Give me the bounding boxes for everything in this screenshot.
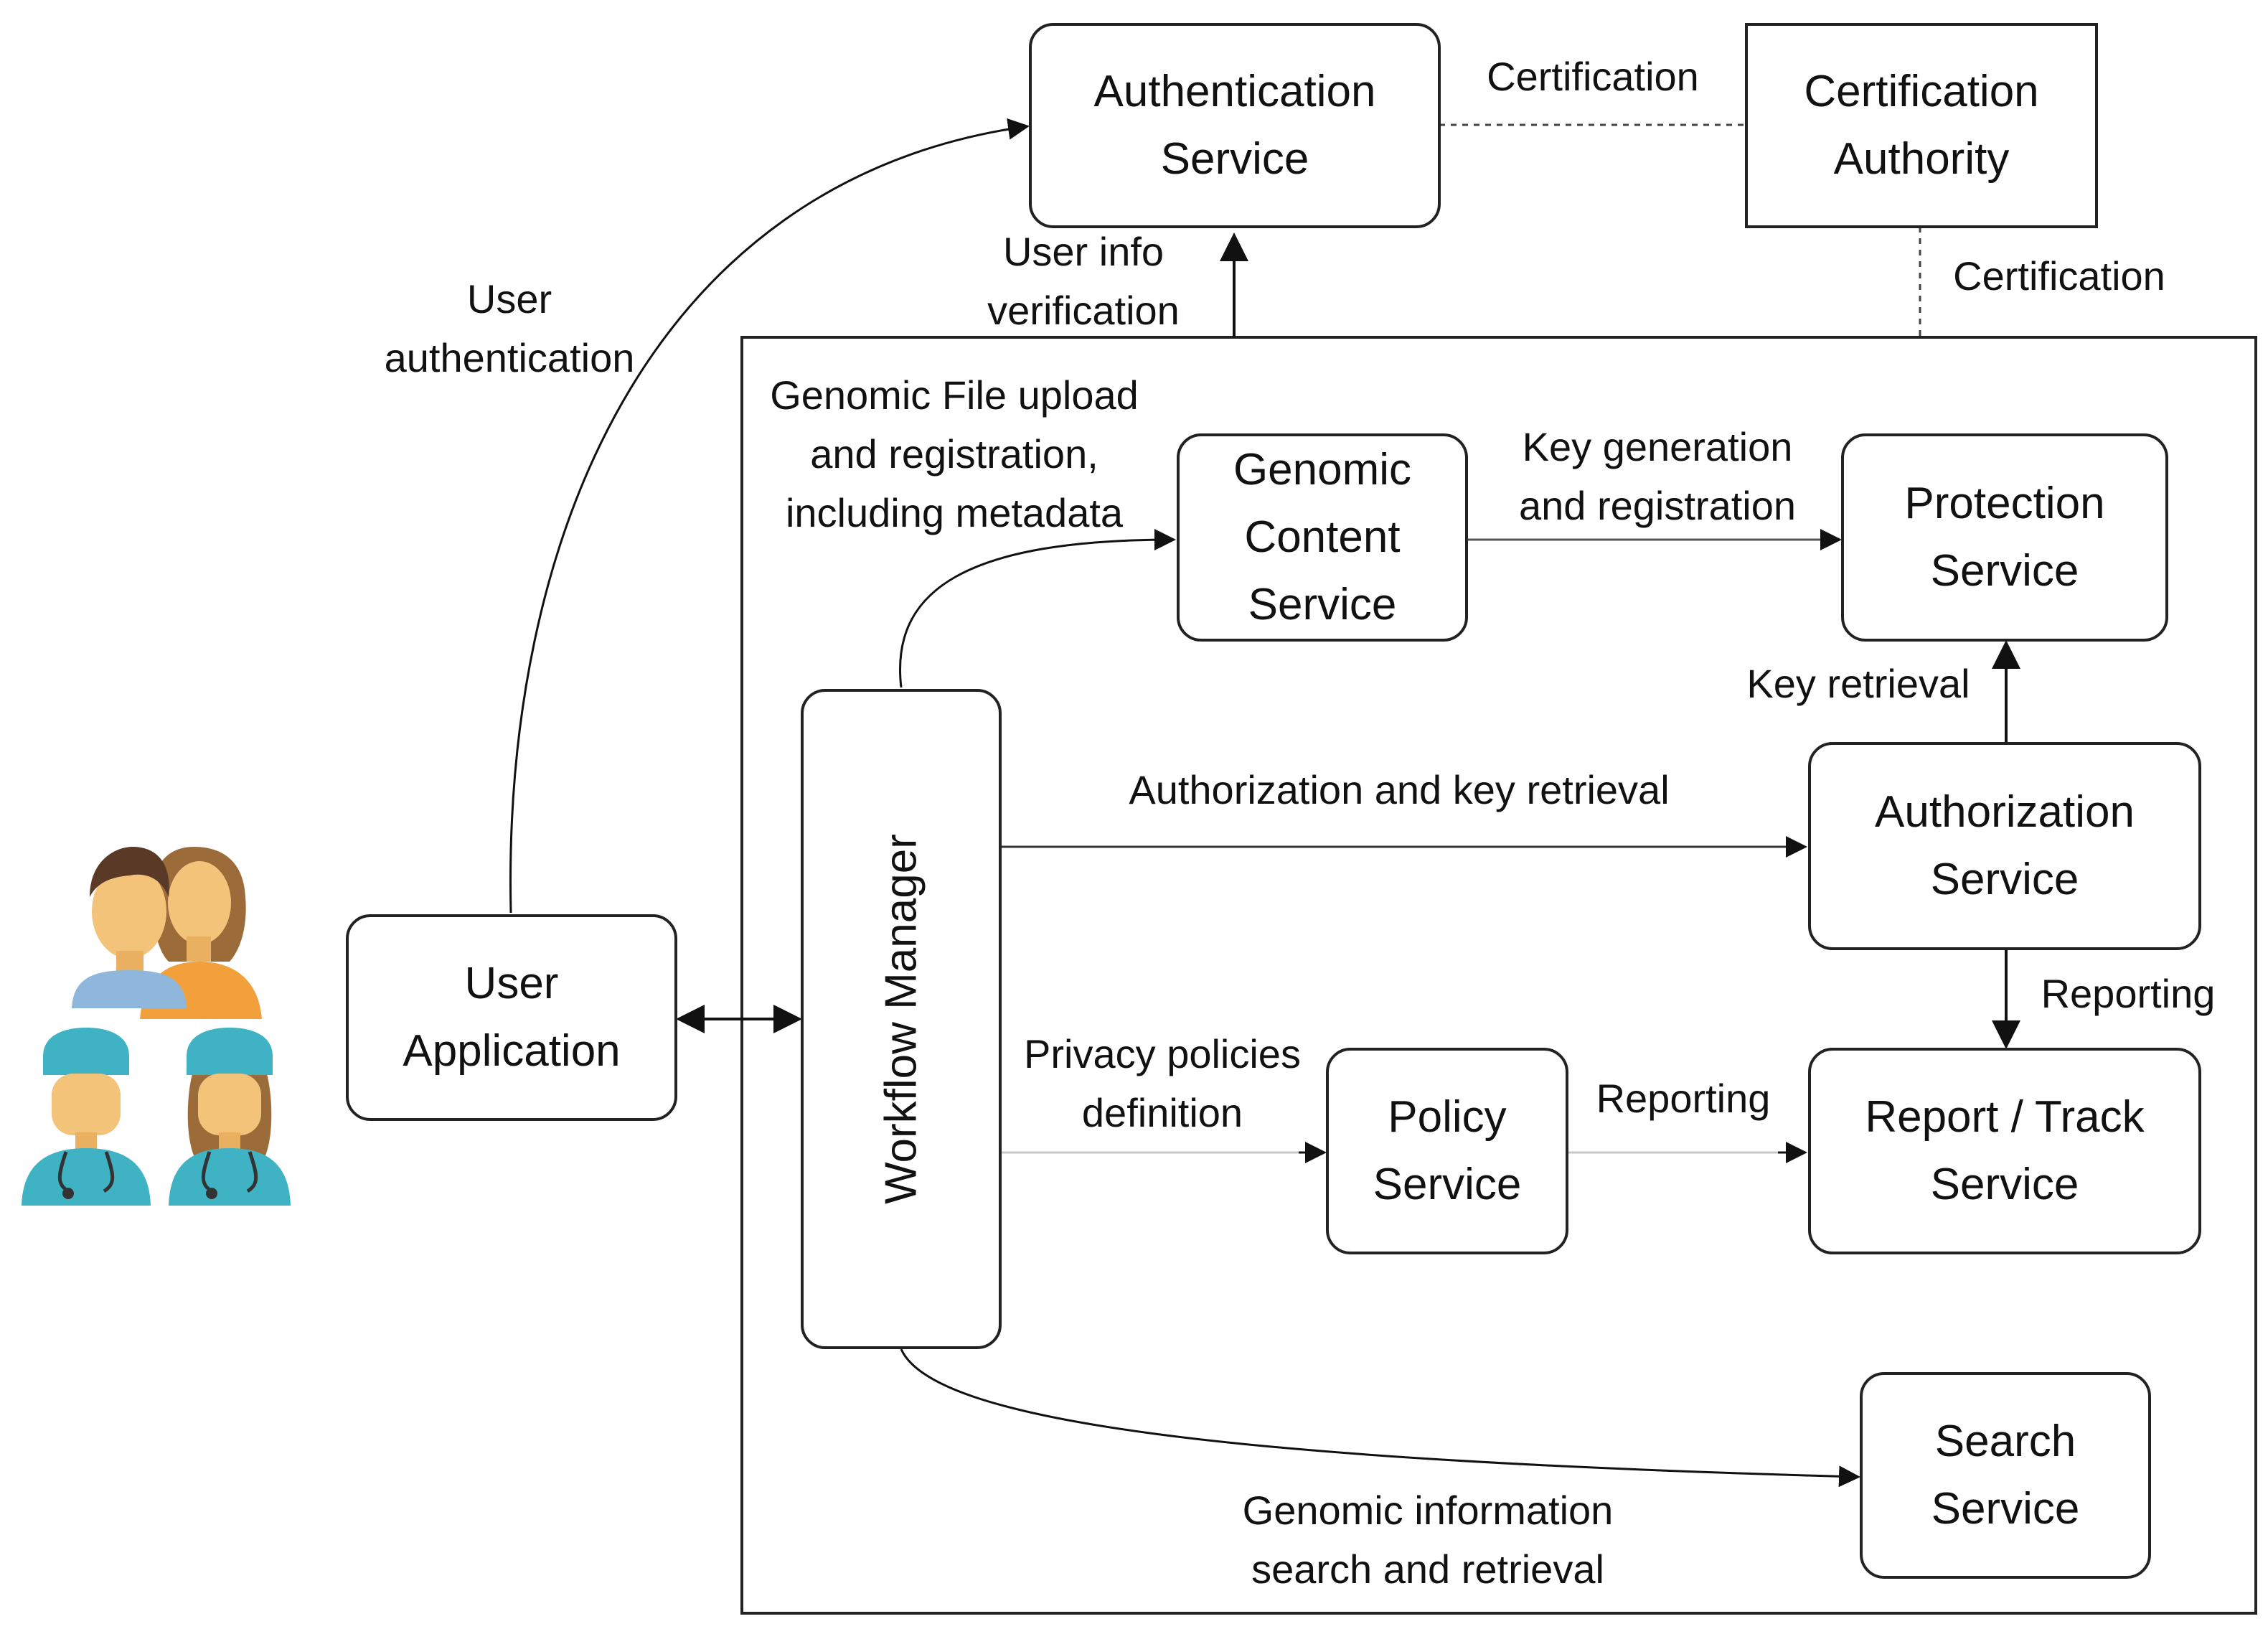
key-retrieval-label: Key retrieval — [1746, 661, 1970, 706]
user-authentication-arrow — [509, 118, 1030, 914]
users-group-icon — [22, 847, 291, 1206]
certification-authority-box: Certification Authority — [1745, 23, 2098, 228]
policy-service-box: Policy Service — [1326, 1048, 1568, 1254]
certification-label-top: Certification — [1487, 54, 1699, 99]
search-arrow — [900, 1348, 1860, 1488]
search-service-box: Search Service — [1860, 1372, 2151, 1579]
reporting-policy-label: Reporting — [1596, 1076, 1771, 1121]
workflow-manager-box: Workflow Manager — [801, 689, 1002, 1349]
user-info-verification-label: User info verification — [987, 229, 1180, 333]
genomic-file-upload-label: Genomic File upload and registration, in… — [770, 372, 1139, 535]
genomic-search-label: Genomic information search and retrieval — [1242, 1488, 1614, 1592]
authentication-service-box: Authentication Service — [1029, 23, 1441, 228]
workflow-manager-label: Workflow Manager — [876, 834, 926, 1204]
privacy-policies-label: Privacy policies definition — [1024, 1031, 1301, 1135]
authorization-key-retrieval-label: Authorization and key retrieval — [1129, 767, 1670, 812]
genomic-content-service-box: Genomic Content Service — [1177, 433, 1468, 642]
file-upload-arrow — [899, 529, 1176, 688]
user-authentication-label: User authentication — [384, 276, 635, 380]
authorization-service-box: Authorization Service — [1808, 742, 2201, 950]
key-generation-label: Key generation and registration — [1518, 424, 1796, 528]
protection-service-box: Protection Service — [1841, 433, 2168, 642]
report-track-service-box: Report / Track Service — [1808, 1048, 2201, 1254]
patient-man-icon — [72, 847, 187, 1008]
doctor-woman-icon — [169, 1028, 291, 1206]
certification-label-right: Certification — [1953, 253, 2165, 299]
user-application-box: User Application — [346, 914, 677, 1121]
reporting-vertical-label: Reporting — [2041, 971, 2216, 1016]
doctor-man-icon — [22, 1028, 151, 1206]
platform-container — [740, 336, 2257, 1615]
